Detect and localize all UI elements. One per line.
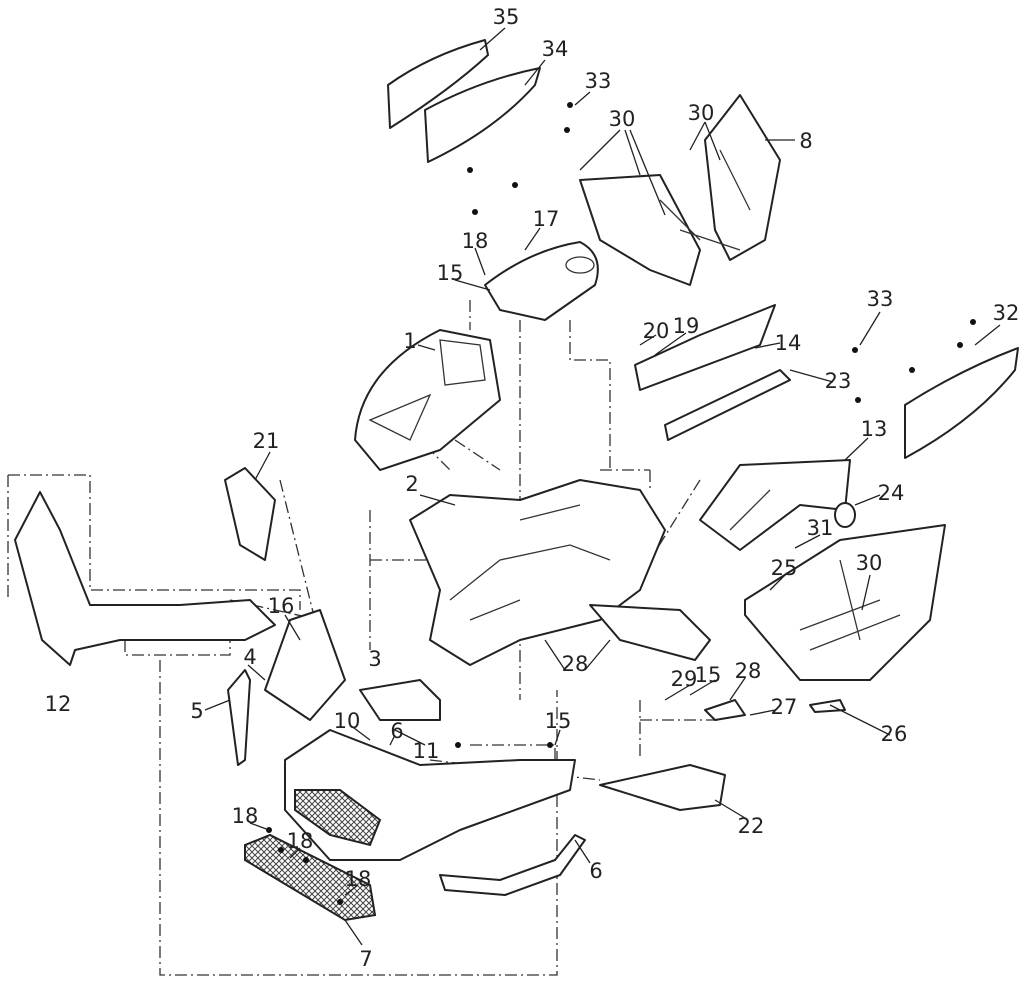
part-12-seat xyxy=(14,491,276,666)
callout-25: 25 xyxy=(771,556,798,580)
callout-10: 10 xyxy=(334,709,361,733)
leader-lines xyxy=(204,27,1001,946)
callout-labels: 35 34 33 30 30 8 17 18 15 1 20 19 14 23 … xyxy=(45,5,1020,971)
callout-31: 31 xyxy=(807,516,834,540)
callout-33: 33 xyxy=(585,69,612,93)
callout-30: 30 xyxy=(688,101,715,125)
part-8-rear-fender-right xyxy=(704,94,781,261)
part-16-grille-bracket xyxy=(264,609,346,721)
callout-20: 20 xyxy=(643,319,670,343)
part-3-bracket xyxy=(359,679,441,721)
callout-23: 23 xyxy=(825,369,852,393)
grille xyxy=(294,789,382,847)
part-7-lower-grille xyxy=(244,833,377,922)
callout-8: 8 xyxy=(799,129,812,153)
part-35-decal xyxy=(387,39,489,129)
callout-18: 18 xyxy=(287,829,314,853)
callout-12: 12 xyxy=(45,692,72,716)
callout-34: 34 xyxy=(542,37,569,61)
callout-30: 30 xyxy=(856,551,883,575)
callout-15: 15 xyxy=(545,709,572,733)
callout-6: 6 xyxy=(390,719,403,743)
part-34-decal xyxy=(424,67,541,163)
callout-26: 26 xyxy=(881,722,908,746)
part-24-cap xyxy=(834,502,856,528)
callout-7: 7 xyxy=(359,947,372,971)
part-14-panel xyxy=(634,304,776,391)
callout-4: 4 xyxy=(243,645,256,669)
callout-27: 27 xyxy=(771,695,798,719)
callout-32: 32 xyxy=(993,301,1020,325)
callout-28: 28 xyxy=(562,652,589,676)
part-5-strip xyxy=(227,669,251,766)
parts xyxy=(14,39,1019,922)
callout-14: 14 xyxy=(775,331,802,355)
callout-13: 13 xyxy=(861,417,888,441)
callout-24: 24 xyxy=(878,481,905,505)
callout-18: 18 xyxy=(345,867,372,891)
callout-19: 19 xyxy=(673,314,700,338)
callout-11: 11 xyxy=(413,739,440,763)
callout-1: 1 xyxy=(403,329,416,353)
part-28-fender-liner xyxy=(589,604,711,661)
callout-21: 21 xyxy=(253,429,280,453)
callout-30: 30 xyxy=(609,107,636,131)
callout-17: 17 xyxy=(533,207,560,231)
callout-15: 15 xyxy=(437,261,464,285)
callout-18: 18 xyxy=(232,804,259,828)
callout-28: 28 xyxy=(735,659,762,683)
part-22-skid-plate xyxy=(599,764,726,811)
part-32-decal xyxy=(904,347,1019,459)
callout-29: 29 xyxy=(671,667,698,691)
part-21-reflector xyxy=(224,467,276,561)
callout-18: 18 xyxy=(462,229,489,253)
callout-3: 3 xyxy=(368,647,381,671)
callout-35: 35 xyxy=(493,5,520,29)
callout-5: 5 xyxy=(190,699,203,723)
part-8-rear-fender xyxy=(579,174,701,286)
part-23-strip xyxy=(664,369,791,441)
callout-16: 16 xyxy=(268,594,295,618)
fasteners xyxy=(266,102,976,905)
part-27-bracket xyxy=(704,699,746,721)
part-9-footrest xyxy=(744,524,946,681)
callout-22: 22 xyxy=(738,814,765,838)
part-17-cover xyxy=(484,241,599,321)
part-6-trim xyxy=(439,834,586,896)
callout-15: 15 xyxy=(695,663,722,687)
callout-6: 6 xyxy=(589,859,602,883)
callout-2: 2 xyxy=(405,472,418,496)
part-26-plate xyxy=(809,699,846,713)
callout-33: 33 xyxy=(867,287,894,311)
